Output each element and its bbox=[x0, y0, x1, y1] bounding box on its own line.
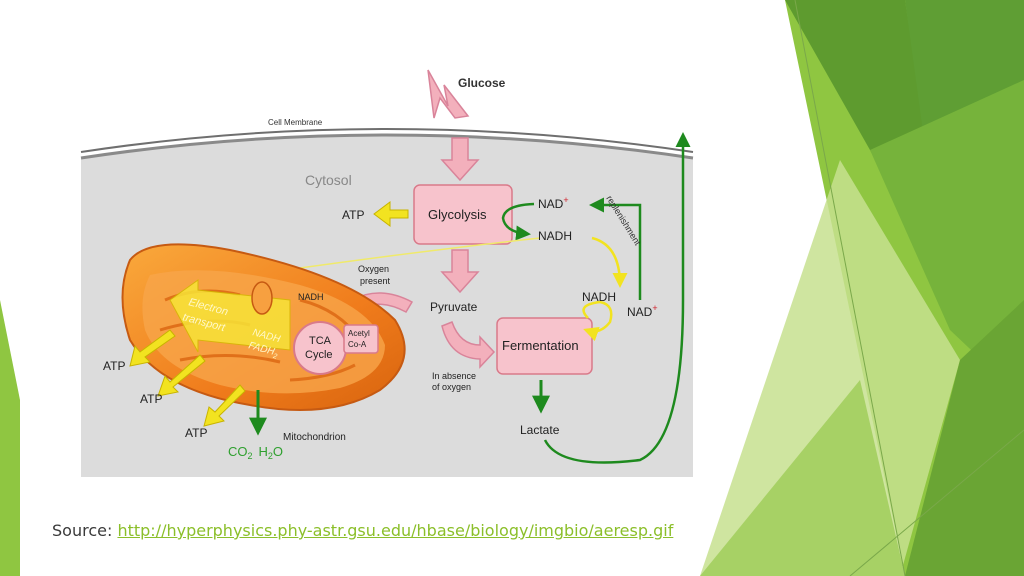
oxygen-present-line1: Oxygen bbox=[358, 264, 389, 274]
pyruvate-to-fermentation-arrow bbox=[441, 321, 496, 369]
mitochondrion-label: Mitochondrion bbox=[283, 432, 346, 443]
nadh-left-label: NADH bbox=[298, 292, 324, 302]
cytosol-label: Cytosol bbox=[305, 172, 352, 188]
tca-cycle-circle bbox=[293, 321, 347, 375]
acetyl-line2: Co-A bbox=[348, 340, 367, 349]
acetyl-line1: Acetyl bbox=[348, 329, 370, 338]
nad-plus-right-label: NAD+ bbox=[627, 303, 658, 319]
diagram-labels: Glucose Cell Membrane Cytosol Glycolysis… bbox=[103, 76, 658, 461]
in-absence-line2: of oxygen bbox=[432, 382, 471, 392]
nad-plus-top-label: NAD+ bbox=[538, 195, 569, 211]
nadh-to-mito-line bbox=[299, 237, 541, 269]
nadh-right-label: NADH bbox=[582, 290, 616, 304]
source-label: Source: bbox=[52, 521, 113, 540]
fermentation-label: Fermentation bbox=[502, 338, 579, 353]
pyruvate-label: Pyruvate bbox=[430, 300, 478, 314]
oxygen-present-line2: present bbox=[360, 276, 391, 286]
tca-line2: Cycle bbox=[305, 349, 333, 361]
glucose-label: Glucose bbox=[458, 76, 506, 90]
atp-mito-2-label: ATP bbox=[140, 392, 162, 406]
glucose-arrow bbox=[427, 69, 470, 119]
nadh-top-label: NADH bbox=[538, 229, 572, 243]
atp-arrow-1 bbox=[129, 329, 176, 367]
glycolysis-label: Glycolysis bbox=[428, 207, 487, 222]
atp-arrow-glycolysis bbox=[373, 201, 409, 227]
atp-arrow-2 bbox=[157, 354, 206, 397]
atp-mito-1-label: ATP bbox=[103, 359, 125, 373]
atp-arrow-3 bbox=[203, 384, 246, 427]
nadh-yellow-arrow bbox=[591, 236, 628, 288]
lactate-export-arrow bbox=[543, 132, 691, 464]
cell-membrane-label: Cell Membrane bbox=[268, 118, 323, 127]
in-absence-line1: In absence bbox=[432, 371, 476, 381]
glycolysis-box bbox=[413, 184, 513, 245]
fermentation-box bbox=[496, 317, 593, 375]
lactate-label: Lactate bbox=[520, 423, 560, 437]
fermentation-yellow-loop bbox=[582, 300, 613, 342]
acetyl-coa-box bbox=[343, 324, 379, 354]
respiration-diagram bbox=[80, 60, 694, 477]
nad-loop-glycolysis bbox=[501, 202, 535, 241]
glycolysis-to-pyruvate-arrow bbox=[440, 249, 480, 294]
membrane-to-glycolysis-arrow bbox=[440, 137, 480, 182]
replenishment-arrow bbox=[589, 197, 642, 300]
atp-glycolysis-label: ATP bbox=[342, 208, 364, 222]
tca-line1: TCA bbox=[309, 335, 332, 347]
source-line: Source: http://hyperphysics.phy-astr.gsu… bbox=[52, 521, 673, 540]
atp-mito-3-label: ATP bbox=[185, 426, 207, 440]
source-link[interactable]: http://hyperphysics.phy-astr.gsu.edu/hba… bbox=[117, 521, 674, 540]
